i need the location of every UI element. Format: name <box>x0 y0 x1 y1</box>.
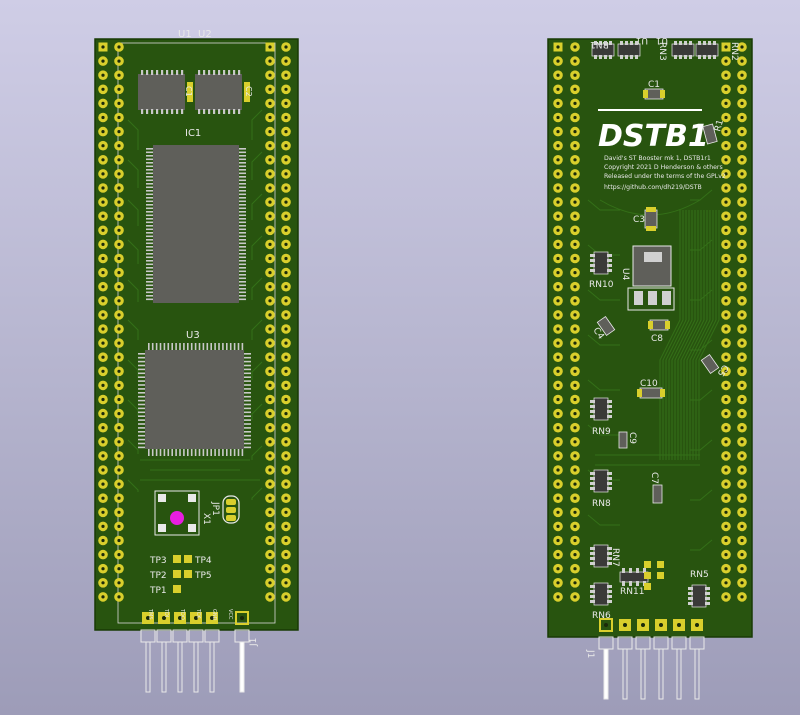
u1b-label: U1 <box>636 35 648 45</box>
x1-pad <box>188 494 196 502</box>
front-header-left <box>98 42 124 602</box>
rn7-label: RN7 <box>610 548 620 567</box>
description-line-2: Copyright 2021 D Henderson & others <box>604 164 723 171</box>
front-board: U1 U2 IC1 U3 C1 C2 X1 JP1 TP3 TP4 TP2 TP… <box>94 29 299 693</box>
u2-label: U2 <box>198 29 212 40</box>
board-title: DSTB1 <box>598 119 709 154</box>
rn2-label: RN2 <box>729 42 739 61</box>
c7-cap <box>652 484 663 504</box>
j1-label: J1 <box>249 638 259 647</box>
pin-label: TCK <box>195 608 201 619</box>
c7-label: C7 <box>649 472 659 484</box>
back-traces <box>587 189 720 551</box>
tp1-label: TP1 <box>149 586 167 596</box>
c1-cap <box>187 82 193 102</box>
vias <box>644 561 664 590</box>
c2-label: C2 <box>244 86 253 97</box>
tp3-label: TP3 <box>149 556 167 566</box>
front-traces <box>127 109 263 500</box>
c10-label: C10 <box>640 379 658 389</box>
jp1-pad <box>226 515 236 521</box>
c4-cap <box>596 316 616 336</box>
jp1-outline <box>222 495 240 524</box>
c3-label: C3 <box>633 215 645 225</box>
test-points <box>173 555 192 593</box>
u1-label: U1 <box>178 29 192 40</box>
u3-chip <box>145 350 244 449</box>
tp4-label: TP4 <box>194 556 212 566</box>
u4-label: U4 <box>620 268 630 281</box>
description-line-1: David's ST Booster mk 1, DSTB1r1 <box>604 155 711 162</box>
u2-chip <box>195 74 242 110</box>
pin-label: TDO <box>179 608 185 620</box>
soic-pins <box>141 70 241 114</box>
x1-label: X1 <box>201 513 211 525</box>
u3-pins <box>138 343 251 456</box>
front-header-right <box>265 42 291 602</box>
rn11-label: RN11 <box>620 587 644 597</box>
jp1-label: JP1 <box>210 501 220 516</box>
r1-resistor <box>702 123 718 145</box>
rn3-label: RN3 <box>657 42 667 61</box>
u1-chip <box>138 74 185 110</box>
rn9-label: RN9 <box>592 427 611 437</box>
c5-cap <box>700 354 720 374</box>
back-top-labels: RN1 U1 U1 RN3 RN2 <box>590 35 739 61</box>
pin-label: TDI <box>163 608 169 617</box>
pin-label: GND <box>211 609 217 621</box>
top-resistor-networks <box>591 41 719 59</box>
highlight-marker <box>170 511 184 525</box>
u4-regulator <box>632 245 672 287</box>
x1-pad <box>158 494 166 502</box>
c1-label: C1 <box>648 80 660 90</box>
c8-label: C8 <box>651 334 663 344</box>
j1-back-label: J1 <box>585 649 595 658</box>
c1-label: C1 <box>184 86 193 97</box>
ic1-pins <box>146 148 246 301</box>
rn10-label: RN10 <box>589 280 614 290</box>
u3-label: U3 <box>186 330 200 341</box>
c10-cap <box>639 387 663 399</box>
x1-pad <box>158 524 166 532</box>
ic1-label: IC1 <box>185 128 201 139</box>
c3-cap <box>644 209 658 229</box>
repo-url: https://github.com/dh219/DSTB <box>604 184 702 191</box>
tp2-label: TP2 <box>149 571 167 581</box>
x1-pad <box>188 524 196 532</box>
pin-label: TMS <box>147 608 153 620</box>
c9-cap <box>618 431 628 449</box>
r1-label: R1 <box>713 119 726 133</box>
back-j1-connector <box>598 618 705 700</box>
jtag-pin-labels: TMS TDI TDO TCK GND VCC <box>147 608 233 621</box>
back-header-right <box>721 42 747 602</box>
c2-cap <box>244 82 250 102</box>
rn5-label: RN5 <box>690 570 709 580</box>
side-resistor-networks <box>590 251 710 608</box>
u1c-label: U1 <box>656 35 668 45</box>
front-j1-connector <box>140 611 250 693</box>
tp5-label: TP5 <box>194 571 212 581</box>
c9-label: C9 <box>627 432 637 444</box>
jp1-pad <box>226 507 236 513</box>
x1-crystal-outline <box>154 490 200 536</box>
rn6-label: RN6 <box>592 611 611 621</box>
rn1-label: RN1 <box>590 39 609 49</box>
ic1-chip <box>153 145 239 303</box>
description-line-3: Released under the terms of the GPLv2 <box>604 173 726 180</box>
rn8-label: RN8 <box>592 499 611 509</box>
back-board: DSTB1 David's ST Booster mk 1, DSTB1r1 C… <box>547 35 753 700</box>
pin-label: VCC <box>227 609 233 620</box>
back-header-left <box>553 42 580 602</box>
jp1-pad <box>226 499 236 505</box>
